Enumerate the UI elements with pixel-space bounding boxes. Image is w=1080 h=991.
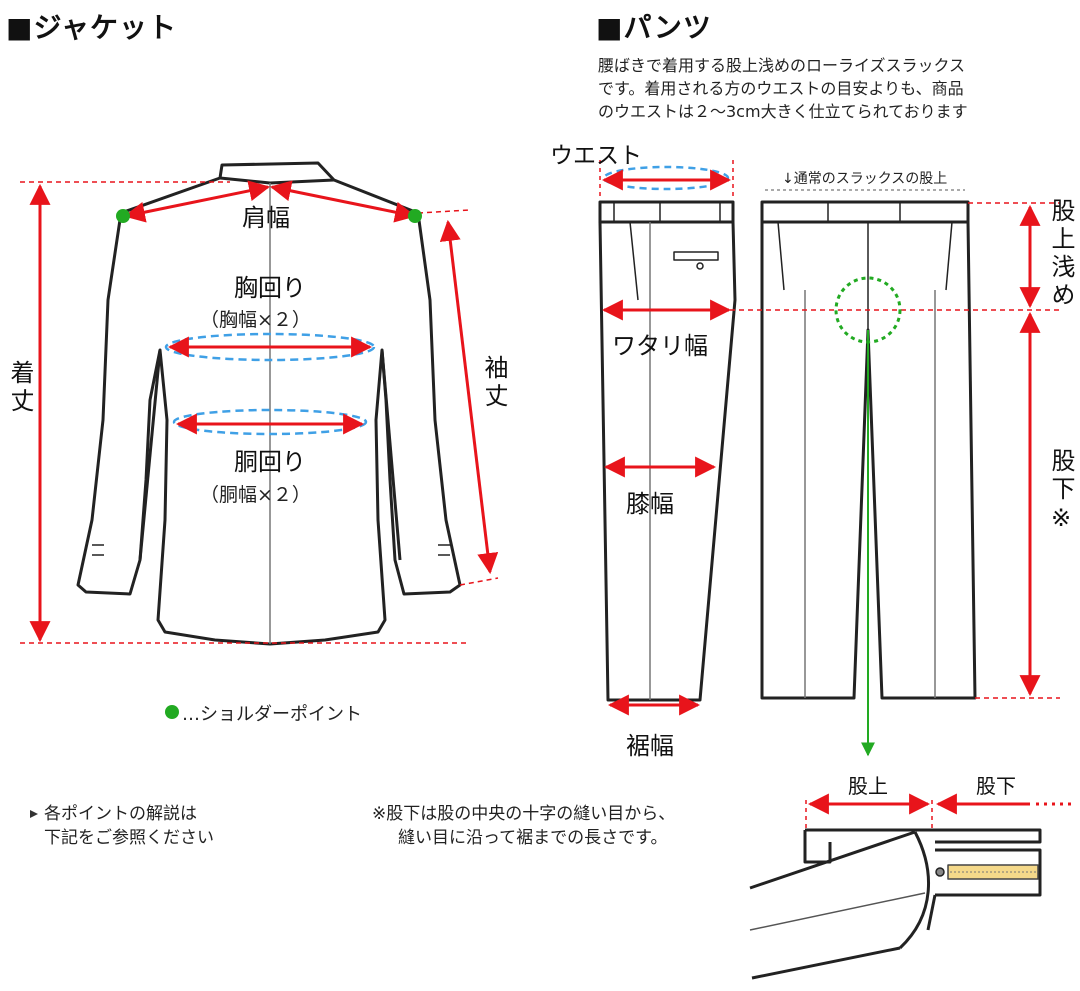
pants-waist-label: ウエスト (550, 143, 642, 169)
footnote-line-1: ※股下は股の中央の十字の縫い目から、 (372, 804, 676, 824)
pants-measurements (599, 160, 1060, 757)
sleeve-label: 袖丈 (480, 355, 508, 411)
jacket-note-2: 下記をご参照ください (44, 828, 214, 848)
inseam-detail (749, 793, 1076, 980)
knee-width-label: 膝幅 (626, 490, 674, 518)
footnote-line-2: 縫い目に沿って裾までの長さです。 (398, 828, 668, 848)
jacket-note-1: 各ポイントの解説は (44, 804, 197, 824)
pants-desc-2: です。着用される方のウエストの目安よりも、商品 (598, 79, 964, 98)
hem-width-label: 裾幅 (626, 732, 674, 760)
waist-label: 胴回り (234, 448, 306, 476)
jacket-title: ■ジャケット (6, 11, 178, 44)
pants-desc-3: のウエストは２～3cm大きく仕立てられております (598, 102, 968, 121)
thigh-width-label: ワタリ幅 (612, 332, 708, 360)
pants-front-outline (760, 200, 977, 700)
pants-desc-1: 腰ばきで着用する股上浅めのローライズスラックス (598, 56, 966, 75)
pants-side-outline (598, 200, 737, 702)
shoulder-width-label: 肩幅 (242, 204, 290, 232)
jacket-measurements (20, 180, 499, 644)
jacket-outline (76, 161, 462, 646)
length-label: 着丈 (6, 360, 34, 416)
pants-title: ■パンツ (596, 11, 712, 44)
chest-label: 胸回り (234, 274, 306, 302)
note-bullet (30, 810, 38, 818)
shoulder-point-legend: …ショルダーポイント (182, 704, 362, 725)
legend-dot (165, 705, 179, 719)
detail-rise-label: 股上 (848, 774, 888, 798)
inseam-label: 股下※ (1047, 448, 1075, 536)
low-rise-label: 股上浅め (1047, 198, 1075, 310)
normal-rise-label: ↓通常のスラックスの股上 (782, 171, 948, 187)
waist-note: （胴幅×２） (200, 484, 311, 506)
chest-note: （胸幅×２） (200, 309, 311, 331)
detail-inseam-label: 股下 (976, 774, 1016, 798)
